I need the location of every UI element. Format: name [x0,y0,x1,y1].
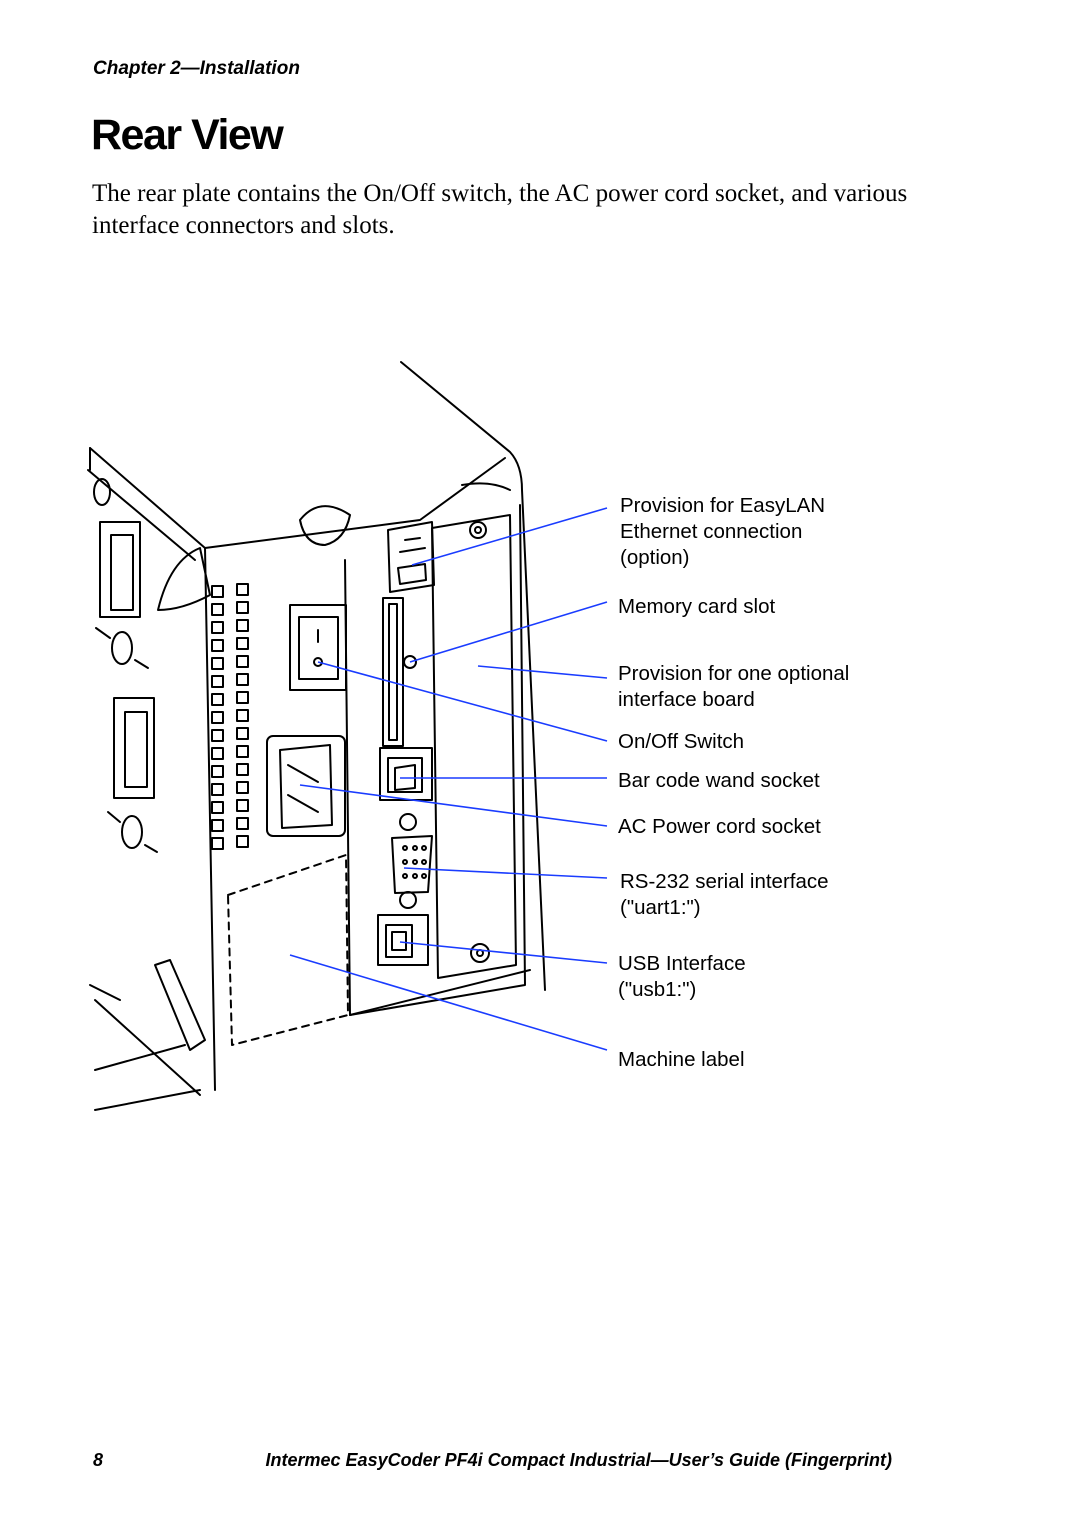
leader-usb [399,941,608,964]
callout-on-off-switch: On/Off Switch [618,730,745,753]
footer-guide-title: Intermec EasyCoder PF4i Compact Industri… [265,1450,892,1470]
leader-rs232 [403,867,608,879]
printer-rear-illustration [87,361,608,1111]
vent-grille [211,583,249,850]
chapter-header: Chapter 2—Installation [93,58,300,79]
on-off-switch [289,604,347,691]
callout-memory-card-slot: Memory card slot [618,595,776,618]
housing-left-panel-edge [204,547,216,1091]
memory-card-slot [382,597,417,747]
page-title: Rear View [91,111,284,159]
callout-interface-board: Provision for one optional interface boa… [618,662,850,711]
wand-socket [379,747,433,801]
ac-power-socket [266,735,346,837]
callout-wand-socket: Bar code wand socket [618,769,820,792]
leader-memory [409,601,608,663]
callout-ac-power: AC Power cord socket [618,815,821,838]
leader-machine-label [289,954,608,1051]
leader-easylan [411,507,608,566]
housing-right-edge [400,361,546,991]
rear-view-figure: Provision for EasyLAN Ethernet connectio… [0,350,1080,1130]
leader-onoff [317,661,608,742]
usb-port [377,914,429,966]
callout-easylan: Provision for EasyLAN Ethernet connectio… [620,494,826,569]
intro-paragraph: The rear plate contains the On/Off switc… [92,180,908,239]
easylan-port [387,521,435,593]
page-number: 8 [93,1450,104,1470]
callout-machine-label: Machine label [618,1048,745,1071]
leader-lines [289,507,608,1051]
rs232-port [391,813,433,909]
machine-label-area [227,854,349,1046]
callout-usb: USB Interface ("usb1:") [618,952,746,1001]
leader-interface-board [477,665,608,679]
leader-ac [299,784,608,827]
callout-rs232: RS-232 serial interface ("uart1:") [620,870,829,919]
